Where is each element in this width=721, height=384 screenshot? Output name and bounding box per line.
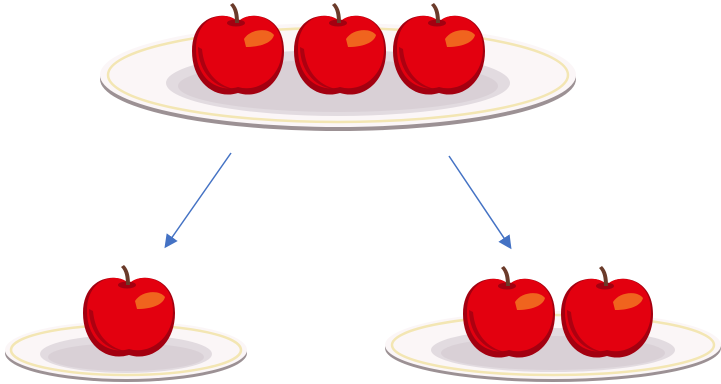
plate-group-whole <box>100 3 576 131</box>
apples-part-left <box>83 265 175 357</box>
apples-part-right <box>463 266 653 358</box>
apple-icon <box>83 265 175 357</box>
apple-icon <box>393 3 485 95</box>
plate-group-part-right <box>385 266 721 382</box>
apple-icon <box>294 3 386 95</box>
apple-icon <box>192 3 284 95</box>
apples-whole <box>192 3 485 95</box>
arrows <box>164 152 512 250</box>
arrow-icon <box>164 152 232 249</box>
arrow-icon <box>448 155 512 250</box>
apple-icon <box>561 266 653 358</box>
plate-group-part-left <box>5 265 247 382</box>
apple-icon <box>463 266 555 358</box>
